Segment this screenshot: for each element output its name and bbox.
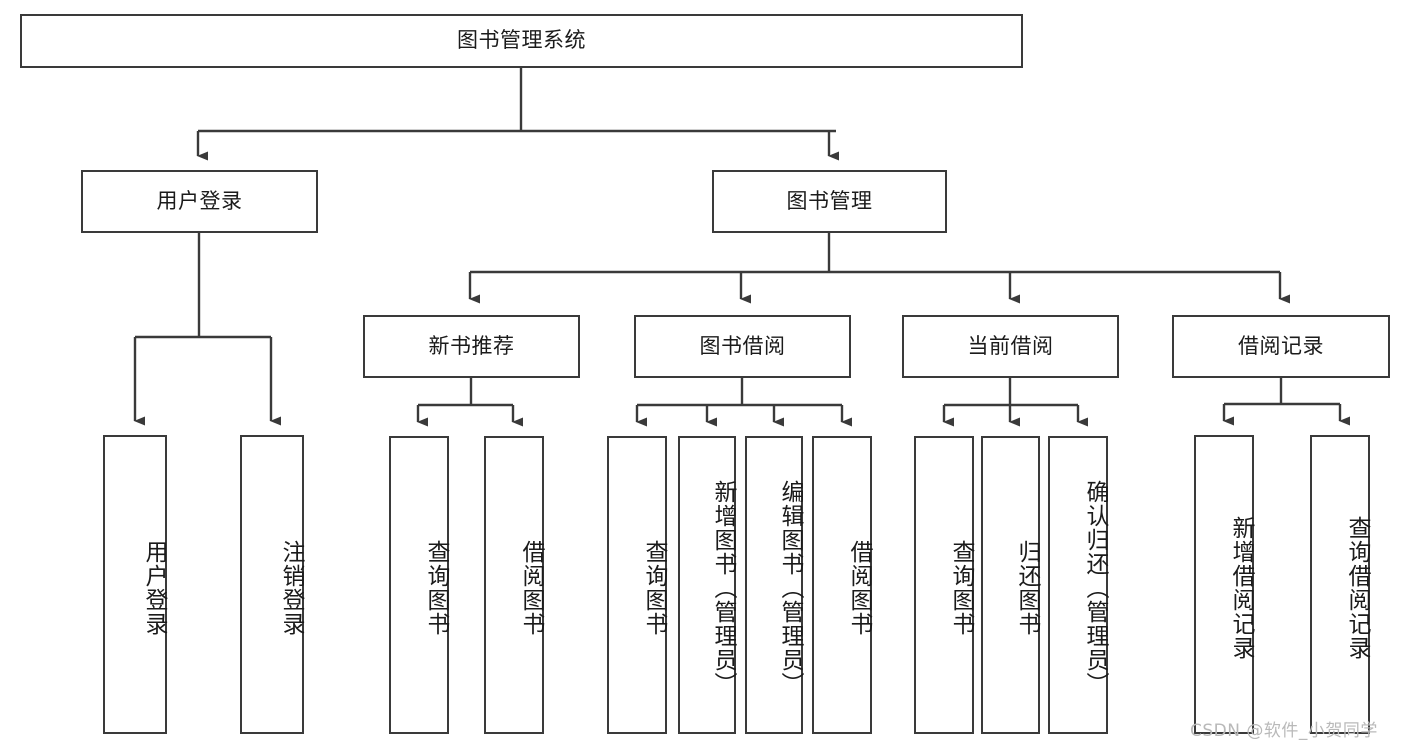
node-leaf-query-book-2-label: 查询图书: [641, 540, 667, 636]
node-leaf-borrow-book-1-label: 借阅图书: [518, 540, 544, 636]
node-leaf-logout[interactable]: 注销登录: [240, 435, 304, 734]
node-leaf-user-login-label: 用户登录: [141, 539, 167, 636]
node-leaf-confirm-return-label: 确认归还（管理员）: [1082, 480, 1108, 696]
node-leaf-query-book-1[interactable]: 查询图书: [389, 436, 449, 734]
node-leaf-confirm-return[interactable]: 确认归还（管理员）: [1048, 436, 1108, 734]
node-leaf-query-book-3-label: 查询图书: [948, 540, 974, 636]
node-leaf-query-book-3[interactable]: 查询图书: [914, 436, 974, 734]
node-leaf-user-login[interactable]: 用户登录: [103, 435, 167, 734]
node-leaf-query-borrow-record-label: 查询借阅记录: [1344, 515, 1370, 660]
node-leaf-add-borrow-record-label: 新增借阅记录: [1228, 515, 1254, 660]
node-book-manage-label: 图书管理: [786, 188, 873, 213]
node-leaf-borrow-book-2[interactable]: 借阅图书: [812, 436, 872, 734]
node-leaf-return-book-label: 归还图书: [1014, 540, 1040, 636]
node-leaf-add-book-label: 新增图书（管理员）: [710, 480, 736, 696]
node-leaf-query-book-2[interactable]: 查询图书: [607, 436, 667, 734]
node-book-manage[interactable]: 图书管理: [712, 170, 947, 233]
node-current-borrow-label: 当前借阅: [967, 333, 1054, 358]
node-user-login[interactable]: 用户登录: [81, 170, 318, 233]
node-new-book-recommend-label: 新书推荐: [428, 333, 515, 358]
node-leaf-add-book[interactable]: 新增图书（管理员）: [678, 436, 736, 734]
node-leaf-query-borrow-record[interactable]: 查询借阅记录: [1310, 435, 1370, 734]
node-book-borrow[interactable]: 图书借阅: [634, 315, 851, 378]
node-leaf-return-book[interactable]: 归还图书: [981, 436, 1040, 734]
node-leaf-add-borrow-record[interactable]: 新增借阅记录: [1194, 435, 1254, 734]
node-root-system[interactable]: 图书管理系统: [20, 14, 1023, 68]
node-leaf-edit-book-label: 编辑图书（管理员）: [777, 480, 803, 696]
node-leaf-edit-book[interactable]: 编辑图书（管理员）: [745, 436, 803, 734]
node-book-borrow-label: 图书借阅: [699, 333, 786, 358]
node-new-book-recommend[interactable]: 新书推荐: [363, 315, 580, 378]
node-leaf-borrow-book-1[interactable]: 借阅图书: [484, 436, 544, 734]
node-borrow-record-label: 借阅记录: [1238, 333, 1324, 358]
node-root-label: 图书管理系统: [457, 28, 586, 53]
csdn-watermark: CSDN @软件_小贺同学: [1190, 721, 1378, 741]
node-current-borrow[interactable]: 当前借阅: [902, 315, 1119, 378]
node-leaf-borrow-book-2-label: 借阅图书: [846, 540, 872, 636]
node-borrow-record[interactable]: 借阅记录: [1172, 315, 1390, 378]
node-user-login-label: 用户登录: [156, 188, 243, 213]
node-leaf-logout-label: 注销登录: [278, 539, 304, 636]
node-leaf-query-book-1-label: 查询图书: [423, 540, 449, 636]
